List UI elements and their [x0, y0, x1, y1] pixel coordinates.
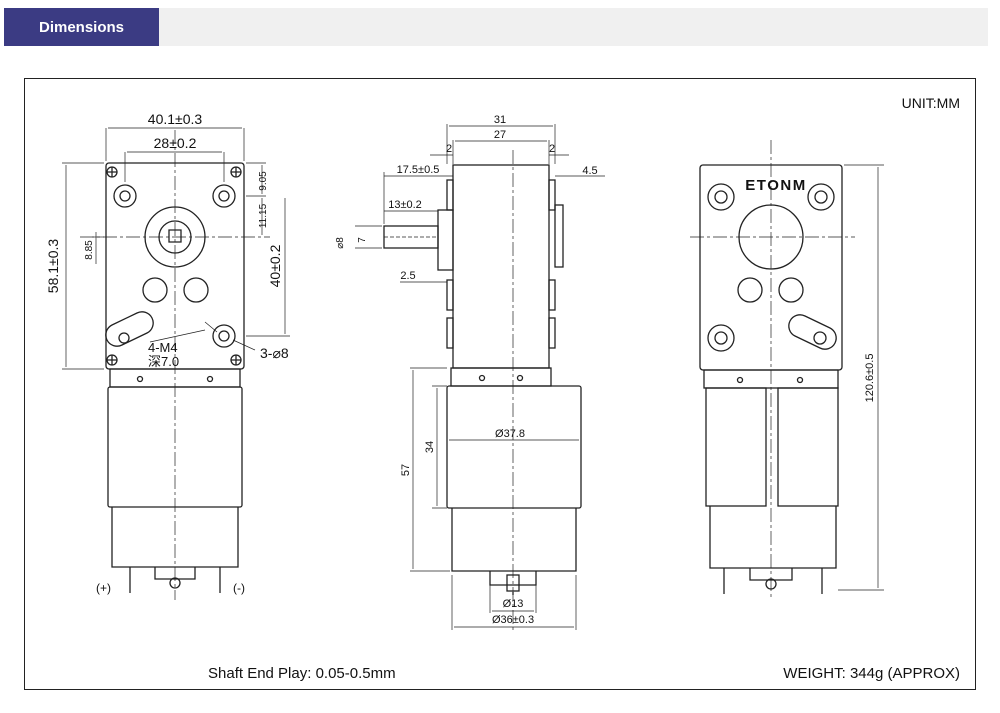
left-hole-br: [212, 324, 236, 348]
left-hole-tl: [113, 184, 137, 208]
dim-shaft-dia: ⌀8: [335, 237, 346, 249]
minus-terminal-label: (-): [233, 581, 245, 595]
right-view: [690, 140, 884, 600]
dim-shaft-flat: 7: [357, 237, 368, 243]
thread-depth-label: 深7.0: [148, 354, 179, 369]
shaft-end-play-label: Shaft End Play: 0.05-0.5mm: [208, 665, 396, 682]
dim-34: 34: [424, 441, 436, 453]
left-view: [62, 127, 290, 600]
dimensions-tab[interactable]: Dimensions: [4, 8, 159, 46]
dim-13: 13±0.2: [388, 199, 422, 211]
dim-9-05: 9.05: [258, 171, 269, 191]
dim-body-dia: Ø37.8: [495, 428, 525, 440]
dim-2-right: 2: [549, 143, 555, 155]
dim-8-85: 8.85: [84, 240, 95, 260]
dim-hole-vertical: 40±0.2: [267, 244, 283, 287]
middle-gearbox: [452, 164, 550, 369]
dim-27: 27: [494, 129, 506, 141]
dim-height-total: 58.1±0.3: [45, 239, 61, 294]
thread-label: 4-M4: [148, 340, 178, 355]
dim-width-total: 40.1±0.3: [148, 111, 203, 127]
left-hole-tr: [212, 184, 236, 208]
dim-4-5: 4.5: [582, 165, 597, 177]
holes-label: 3-⌀8: [260, 345, 289, 361]
brand-label: ETONM: [745, 177, 806, 194]
dim-17-5: 17.5±0.5: [397, 164, 440, 176]
middle-view: [355, 124, 605, 630]
unit-label: UNIT:MM: [902, 95, 960, 111]
dim-hole-spacing: 28±0.2: [154, 135, 197, 151]
dim-57: 57: [400, 464, 412, 476]
dim-11-15: 11.15: [258, 203, 269, 228]
drawing-frame: [24, 78, 976, 690]
weight-label: WEIGHT: 344g (APPROX): [783, 665, 960, 682]
plus-terminal-label: (+): [96, 581, 111, 595]
dim-2-5: 2.5: [400, 270, 415, 282]
dim-height-right: 120.6±0.5: [864, 354, 876, 403]
dim-bottom-36: Ø36±0.3: [492, 614, 534, 626]
dim-2-left: 2: [446, 143, 452, 155]
left-slot: [105, 311, 154, 347]
dim-bottom-13: Ø13: [503, 598, 524, 610]
header-bar: [4, 8, 988, 46]
dim-31: 31: [494, 114, 506, 126]
